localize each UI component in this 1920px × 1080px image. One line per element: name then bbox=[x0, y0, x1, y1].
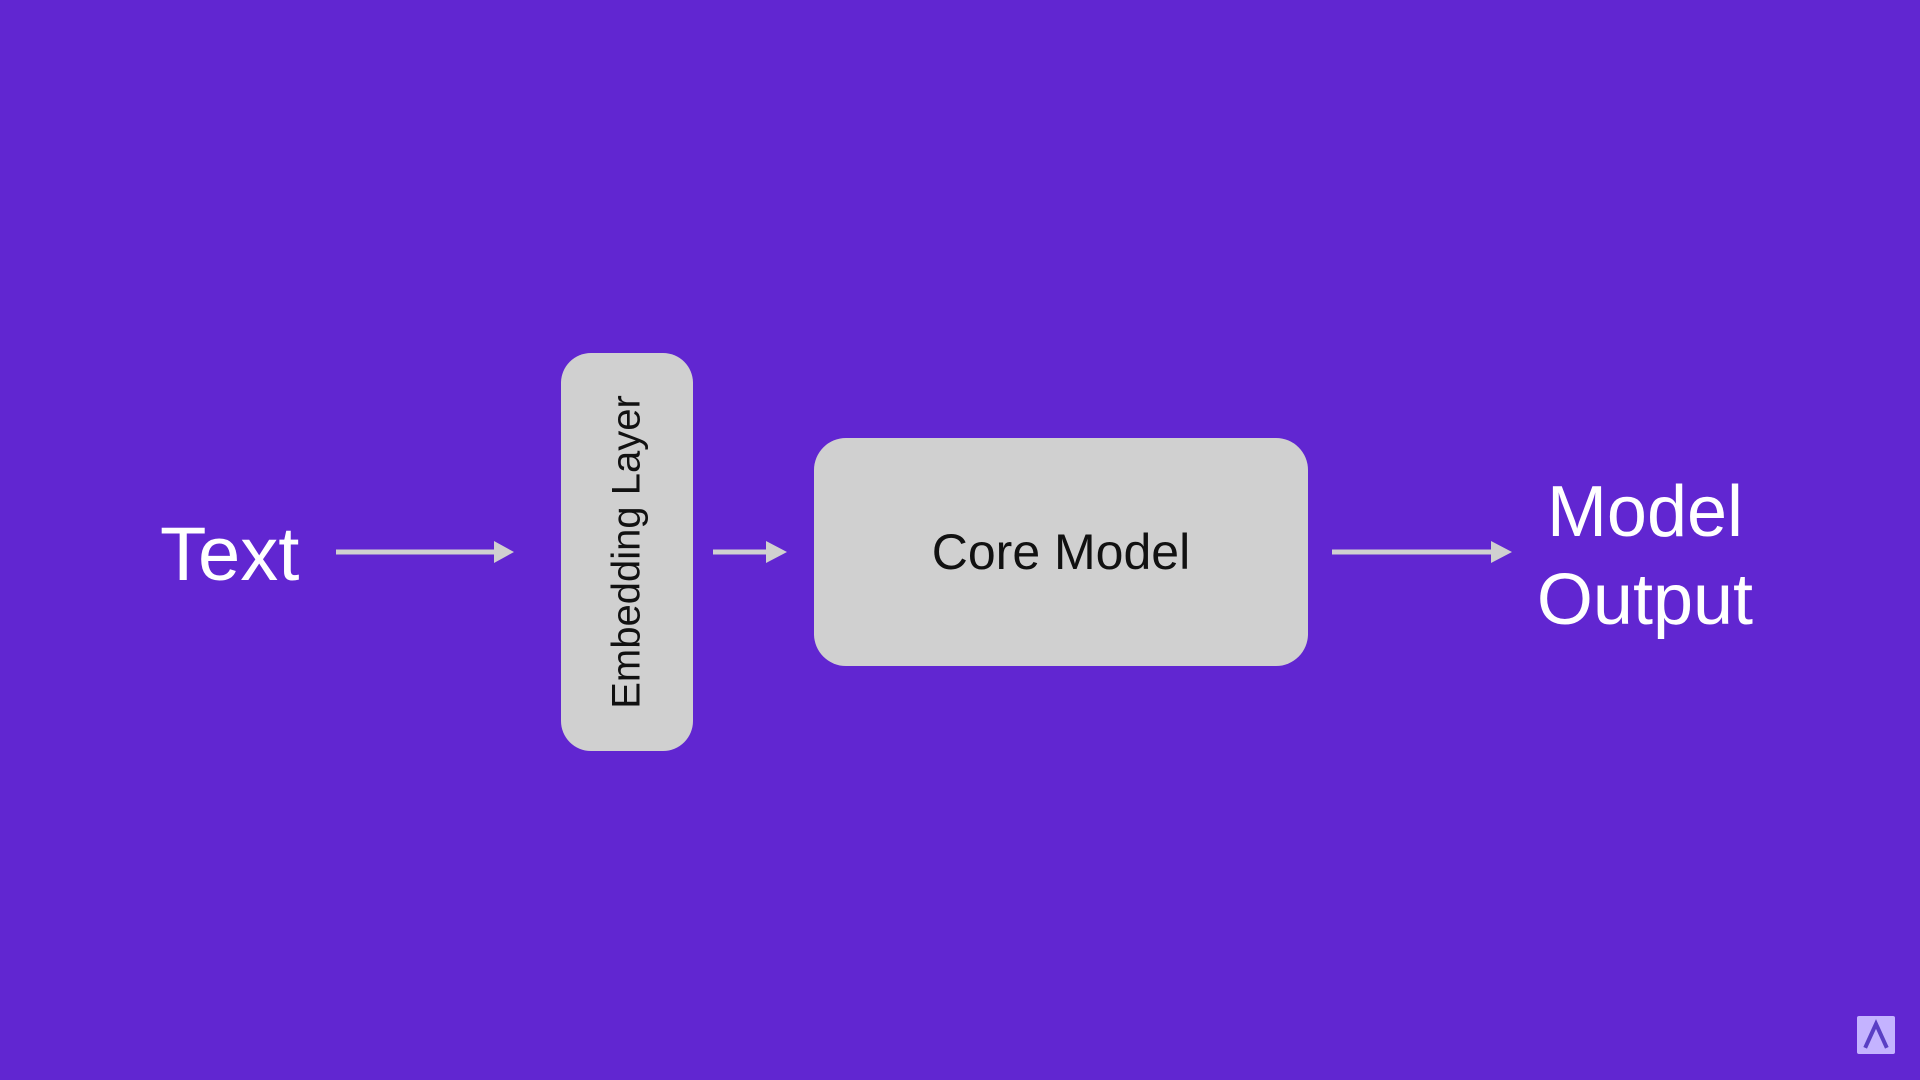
arrow-core-to-output bbox=[1332, 541, 1512, 563]
core-model-label: Core Model bbox=[931, 524, 1191, 580]
model-output-label: Model Output bbox=[1500, 468, 1790, 644]
lambda-logo-icon bbox=[1857, 1016, 1895, 1054]
core-model-box: Core Model bbox=[814, 438, 1308, 666]
model-output-line-1: Model bbox=[1546, 472, 1744, 552]
arrow-text-to-embedding bbox=[336, 541, 514, 563]
embedding-layer-box: Embedding Layer bbox=[561, 353, 693, 751]
arrow-embedding-to-core bbox=[713, 541, 787, 563]
input-text-label: Text bbox=[160, 512, 300, 597]
model-output-line-2: Output bbox=[1536, 560, 1754, 640]
embedding-layer-label: Embedding Layer bbox=[604, 395, 649, 709]
